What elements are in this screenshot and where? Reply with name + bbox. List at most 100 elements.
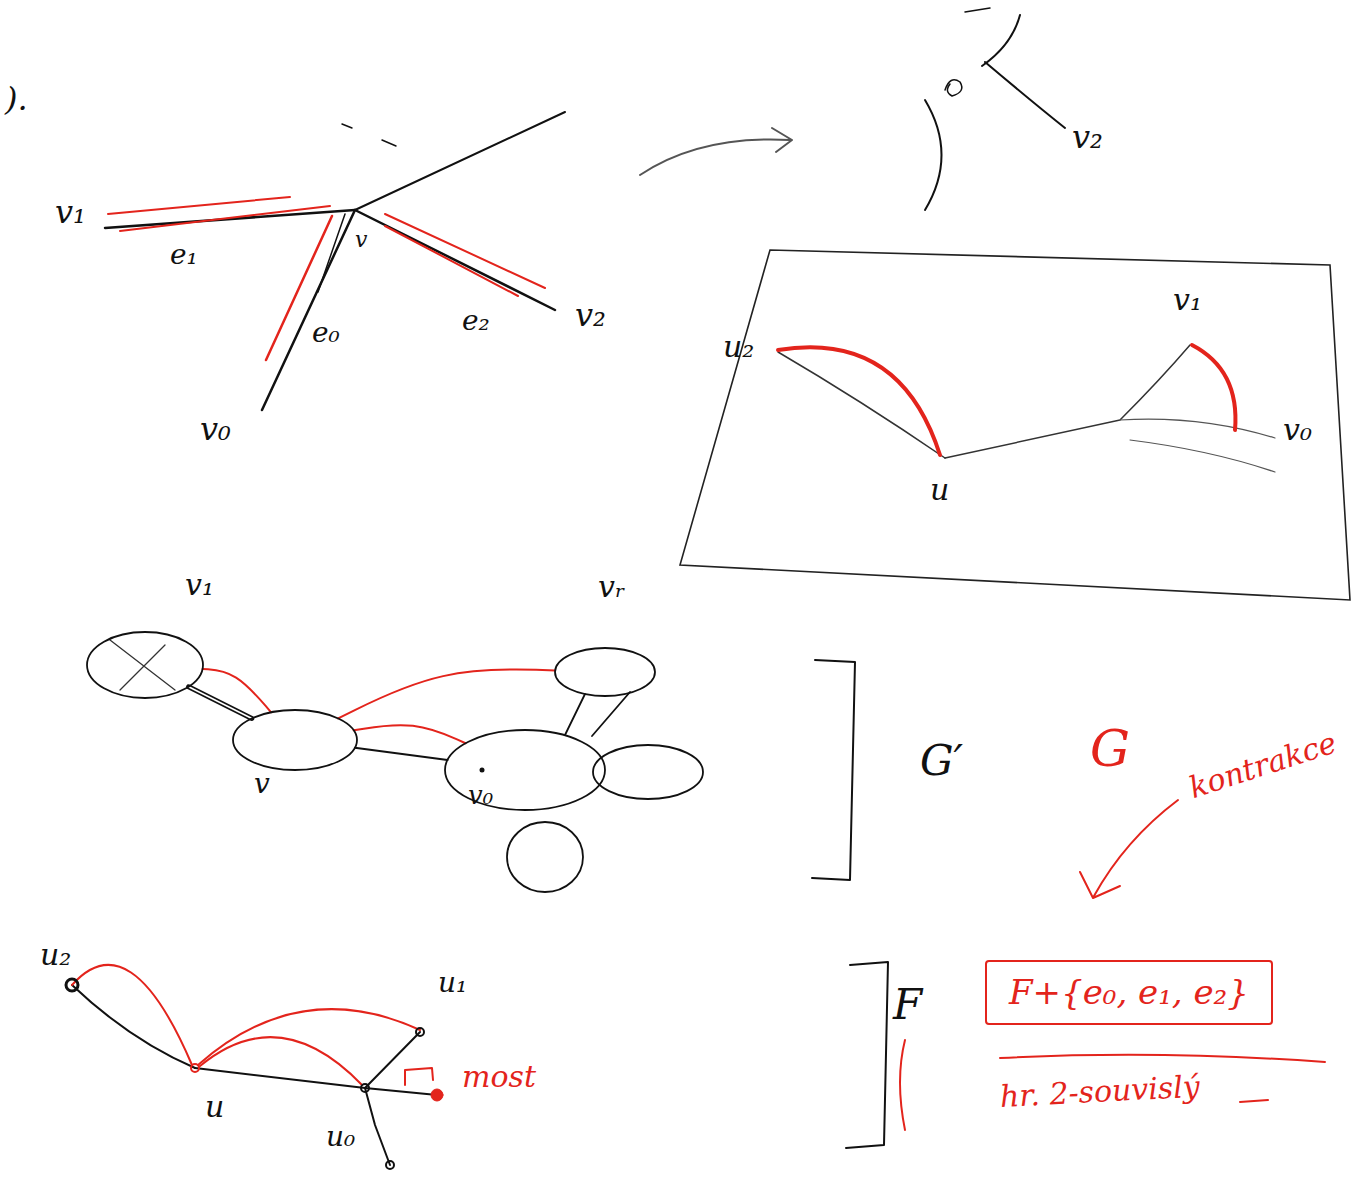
vertex-blob: v — [230, 705, 360, 805]
vertex-label: v₁ — [55, 195, 86, 230]
blob-outline — [233, 710, 357, 770]
red-edge-stroke — [120, 206, 330, 231]
red-stroke — [900, 1040, 905, 1130]
edge-stroke — [318, 214, 345, 292]
vertex-dot — [431, 1089, 443, 1101]
edge-stroke — [355, 210, 555, 310]
vertex-label: v₂ — [575, 298, 606, 333]
graph-name: F — [893, 982, 922, 1028]
edge-line — [203, 669, 272, 712]
edge-label: e₀ — [312, 318, 340, 349]
note: most — [462, 1060, 536, 1093]
edge-stroke — [365, 1088, 437, 1095]
bracket — [925, 100, 942, 210]
edge-stroke — [985, 62, 1065, 128]
vertex-label: u₂ — [723, 330, 754, 363]
vertex-label: u — [205, 1090, 224, 1123]
graph-edge — [189, 687, 252, 719]
edge-stroke — [355, 112, 565, 210]
red-edge — [338, 669, 555, 718]
loop — [593, 745, 703, 799]
edge-label: e₂ — [462, 306, 490, 337]
frame-outline — [680, 250, 1350, 600]
vertex-dot — [386, 1161, 394, 1169]
edge-stroke — [365, 1088, 390, 1165]
vertex-label: v₂ — [1072, 120, 1103, 155]
bridge-mark — [405, 1068, 433, 1085]
scribble — [945, 80, 962, 96]
note: hr. 2-souvislý — [999, 1070, 1200, 1113]
edge-label: e₁ — [170, 240, 198, 271]
vertex-dot — [416, 1028, 424, 1036]
red-edge-stroke — [108, 197, 290, 214]
arrow-stroke — [640, 128, 792, 175]
dots-stroke — [342, 124, 396, 146]
note: kontrakce — [1185, 726, 1340, 805]
vertex-label: v₀ — [1283, 413, 1312, 446]
vertex-label: u₂ — [40, 938, 71, 971]
edge-stroke — [982, 15, 1020, 66]
blob-outline — [555, 648, 655, 696]
vertex-label: vᵣ — [598, 570, 625, 603]
edge-stroke — [195, 1068, 365, 1088]
bracket — [846, 962, 888, 1148]
edge-stroke — [72, 985, 195, 1068]
vertex-label: u — [930, 473, 949, 506]
vertex-dot — [66, 979, 78, 991]
edge-line — [354, 725, 466, 743]
underline — [1000, 1055, 1325, 1062]
red-edge-stroke — [72, 965, 192, 1065]
red-edge-stroke — [200, 1037, 362, 1085]
loop-blob: vᵣ — [545, 565, 665, 700]
vertex-dot — [480, 768, 485, 773]
vertex-label: v₁ — [185, 568, 214, 601]
fragment-text: ). — [5, 82, 28, 117]
graph-frame: v₁ u₂ v₀ u — [678, 248, 1352, 602]
red-edge-stroke — [198, 1009, 420, 1065]
vertex-dot — [361, 1084, 369, 1092]
vertex-dot — [191, 1064, 199, 1072]
vertex-blob: v₁ — [80, 560, 210, 705]
graph-edge — [355, 748, 448, 760]
cross-stroke — [110, 640, 175, 690]
graph-name: G — [1090, 722, 1130, 777]
vertex-label: v — [355, 228, 367, 252]
blob-outline — [87, 632, 203, 698]
edge-stroke — [945, 345, 1190, 458]
contraction-arrow — [1080, 800, 1178, 898]
bracket — [812, 660, 855, 880]
edge-line — [338, 669, 555, 718]
loop-stroke — [565, 692, 630, 736]
edge-gap — [189, 687, 252, 719]
red-edge-stroke — [385, 214, 545, 288]
red-edge — [354, 725, 466, 743]
edge-stroke — [105, 210, 355, 228]
result-box: F+{e₀, e₁, e₂} — [985, 960, 1273, 1025]
edge-stroke — [778, 352, 945, 458]
node-outline — [230, 705, 360, 805]
edge-line — [189, 687, 252, 719]
graph-name: G′ — [920, 738, 963, 784]
edge-stroke — [1130, 440, 1275, 472]
edge-line — [355, 748, 448, 760]
edge-stroke — [365, 1032, 420, 1088]
node-outline — [678, 248, 1352, 602]
box-text: F+{e₀, e₁, e₂} — [1009, 974, 1249, 1011]
blob-outline — [445, 730, 605, 810]
vertex-label: v₀ — [468, 781, 493, 810]
edge-stroke — [1120, 419, 1275, 438]
red-edge — [203, 669, 272, 712]
edge-stroke — [262, 210, 355, 410]
vertex-label: u₁ — [438, 968, 467, 999]
red-edge-stroke — [778, 347, 940, 455]
red-edge-stroke — [1192, 345, 1235, 430]
dash — [1240, 1100, 1268, 1102]
loop — [507, 822, 583, 892]
dots-stroke — [965, 8, 990, 12]
vertex-blob: v₀ — [440, 725, 610, 835]
vertex-label: v₁ — [1173, 283, 1202, 316]
node-outline — [440, 725, 610, 835]
red-edge-stroke — [385, 226, 518, 296]
vertex-label: u₀ — [326, 1122, 355, 1153]
vertex-label: v — [254, 769, 270, 800]
